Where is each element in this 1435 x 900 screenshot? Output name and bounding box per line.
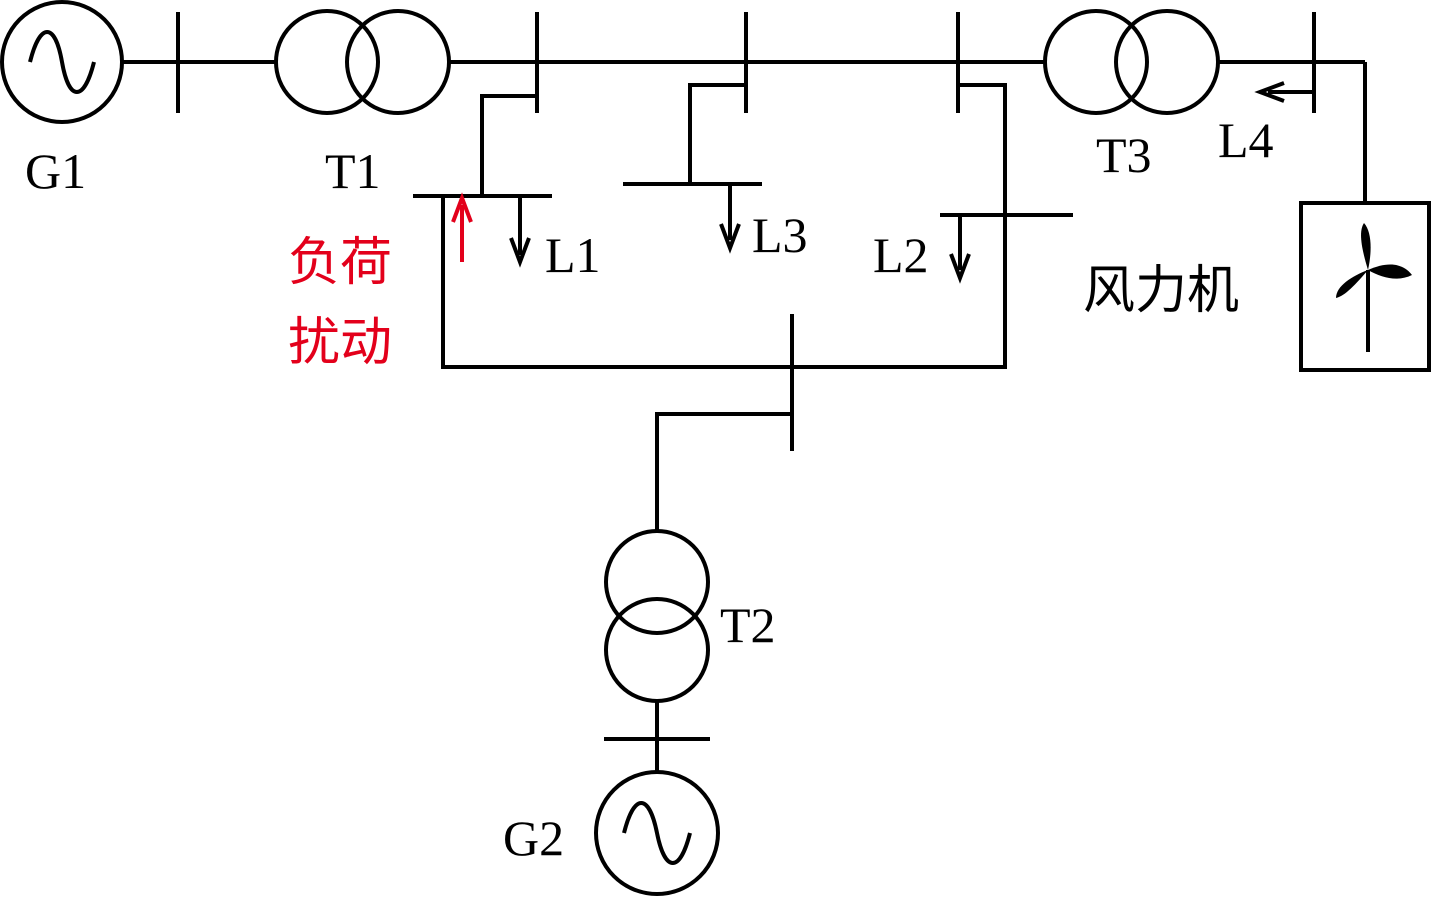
sine-icon	[28, 30, 96, 94]
transformer-t2-primary	[604, 529, 710, 635]
transformer-t3-primary	[1043, 9, 1149, 115]
feeder-ring-to-t2	[655, 412, 792, 531]
line-l1-to-ring	[441, 83, 1007, 369]
load-l3-arrowhead	[719, 223, 741, 254]
generator-g2	[594, 770, 720, 896]
wind-turbine-box	[1299, 201, 1431, 372]
label-wind-turbine: 风力机	[1083, 261, 1239, 321]
sine-icon	[622, 801, 692, 865]
feeder-bus-a-to-l1	[480, 94, 537, 196]
label-g2: G2	[503, 810, 564, 866]
transformer-t3-secondary	[1114, 9, 1220, 115]
wind-turbine-rotor-icon	[1336, 223, 1412, 298]
label-l2: L2	[873, 227, 929, 283]
load-l4-arrowhead	[1254, 81, 1285, 103]
transformer-t2-secondary	[604, 597, 710, 703]
transformer-t1-primary	[274, 9, 380, 115]
transformer-t1	[274, 9, 451, 115]
label-disturbance-1: 负荷	[288, 233, 392, 293]
transformer-t2	[604, 529, 710, 703]
load-l1-arrowhead	[509, 237, 531, 268]
label-t2: T2	[720, 597, 776, 653]
generator-g2-circle	[594, 770, 720, 896]
label-l3: L3	[752, 207, 808, 263]
label-g1: G1	[25, 143, 86, 199]
generator-g1	[0, 0, 124, 124]
label-t1: T1	[325, 143, 381, 199]
label-l1: L1	[545, 227, 601, 283]
label-disturbance-2: 扰动	[288, 313, 392, 373]
transformer-t1-secondary	[345, 9, 451, 115]
transformer-t3	[1043, 9, 1220, 115]
wind-turbine	[1299, 201, 1431, 372]
label-l4: L4	[1218, 112, 1274, 168]
feeder-bus-b-to-l3	[688, 83, 746, 184]
label-t3: T3	[1096, 127, 1152, 183]
load-l2-arrowhead	[949, 253, 971, 284]
disturbance-arrowhead	[451, 192, 473, 223]
